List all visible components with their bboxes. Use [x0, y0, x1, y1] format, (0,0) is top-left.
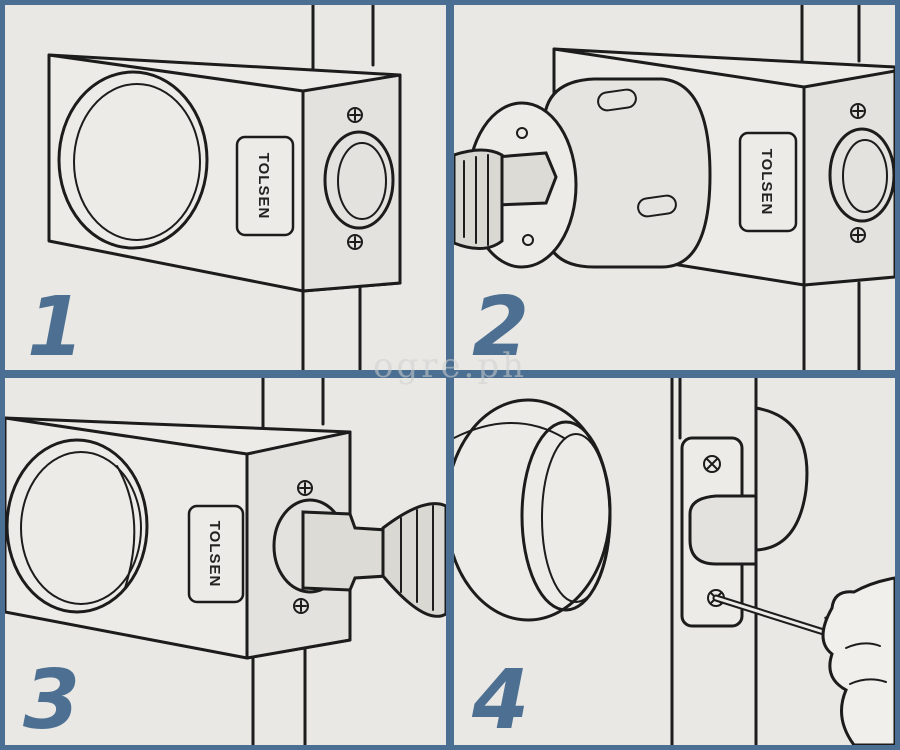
- step-2-illustration: TOLSEN: [454, 5, 895, 370]
- step-number: 3: [23, 653, 81, 745]
- step-number: 1: [27, 280, 85, 370]
- brand-label: TOLSEN: [206, 521, 223, 588]
- step-1-illustration: TOLSEN: [47, 5, 402, 370]
- step-2-panel: TOLSEN 2: [454, 5, 895, 370]
- brand-label: TOLSEN: [255, 153, 272, 220]
- step-3-panel: TOLSEN 3: [5, 378, 446, 745]
- step-1-panel: TOLSEN 1: [5, 5, 446, 370]
- step-4-panel: 4: [454, 378, 895, 745]
- step-3-illustration: TOLSEN: [5, 378, 446, 745]
- brand-label: TOLSEN: [758, 149, 775, 216]
- step-number: 4: [472, 653, 530, 745]
- step-number: 2: [472, 280, 530, 370]
- step-4-illustration: [454, 378, 895, 745]
